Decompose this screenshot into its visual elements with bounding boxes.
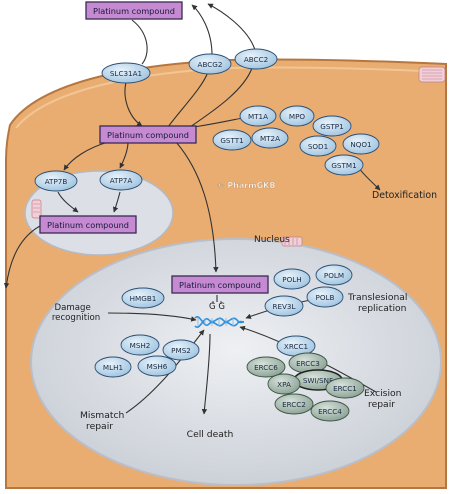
- svg-text:ABCG2: ABCG2: [198, 60, 223, 69]
- cell-organelle-icon: [418, 66, 446, 83]
- svg-text:MSH6: MSH6: [147, 362, 168, 371]
- ercc6-protein: ERCC6: [246, 356, 286, 378]
- abcc2-transporter: ABCC2: [234, 48, 278, 70]
- svg-text:POLB: POLB: [316, 293, 335, 302]
- atp7b-transporter: ATP7B: [34, 170, 78, 192]
- svg-text:ERCC4: ERCC4: [318, 407, 342, 416]
- svg-text:ERCC1: ERCC1: [333, 384, 357, 393]
- svg-text:MLH1: MLH1: [103, 363, 123, 372]
- gstt1-protein: GSTT1: [212, 129, 252, 151]
- nucleus-label: Nucleus: [254, 235, 290, 245]
- vesicle-compound-label: Platinum compound: [47, 220, 129, 230]
- detoxification-label: Detoxification: [372, 190, 437, 201]
- polb-protein: POLB: [306, 286, 344, 308]
- svg-text:MPO: MPO: [289, 112, 306, 121]
- svg-text:XRCC1: XRCC1: [284, 342, 308, 351]
- ercc2-protein: ERCC2: [274, 393, 314, 415]
- msh2-protein: MSH2: [120, 334, 160, 356]
- svg-text:MT1A: MT1A: [248, 112, 268, 121]
- polm-protein: POLM: [315, 264, 353, 286]
- svg-text:PMS2: PMS2: [171, 346, 191, 355]
- cell-death-label: Cell death: [187, 429, 234, 440]
- gstp1-protein: GSTP1: [312, 115, 352, 137]
- rev3l-protein: REV3L: [264, 295, 304, 317]
- mlh1-protein: MLH1: [94, 356, 132, 378]
- svg-text:XPA: XPA: [277, 380, 291, 389]
- ercc1-protein: ERCC1: [325, 377, 365, 399]
- hmgb1-protein: HMGB1: [121, 287, 165, 309]
- nucleus-compound-box: Platinum compound: [171, 275, 269, 294]
- xpa-protein: XPA: [267, 373, 301, 395]
- mt2a-protein: MT2A: [251, 127, 289, 149]
- detox-cluster: MT1A MPO GSTT1 MT2A GSTP1 SOD1 NQO1 GST: [212, 105, 380, 176]
- gstm1-protein: GSTM1: [324, 154, 364, 176]
- outside-compound-box: Platinum compound: [85, 1, 183, 20]
- outside-compound-label: Platinum compound: [93, 6, 175, 16]
- mpo-protein: MPO: [279, 105, 315, 127]
- ercc3-protein: ERCC3: [288, 352, 328, 374]
- svg-text:MT2A: MT2A: [260, 134, 280, 143]
- abcg2-transporter: ABCG2: [188, 53, 232, 75]
- msh6-protein: MSH6: [137, 355, 177, 377]
- polh-protein: POLH: [273, 268, 311, 290]
- vesicle-compound-box: Platinum compound: [39, 215, 137, 234]
- nucleus-compound-label: Platinum compound: [179, 280, 261, 290]
- svg-text:POLM: POLM: [324, 271, 344, 280]
- damage-recognition-label: Damage recognition: [52, 303, 100, 323]
- ercc4-protein: ERCC4: [310, 400, 350, 422]
- pms2-protein: PMS2: [162, 339, 200, 361]
- svg-text:ATP7A: ATP7A: [110, 176, 133, 185]
- vesicle: [24, 170, 174, 256]
- sod1-protein: SOD1: [299, 135, 337, 157]
- svg-text:SWI/SNF: SWI/SNF: [303, 376, 333, 385]
- svg-text:ATP7B: ATP7B: [45, 177, 68, 186]
- svg-text:REV3L: REV3L: [272, 302, 295, 311]
- svg-text:HMGB1: HMGB1: [130, 294, 157, 303]
- svg-text:POLH: POLH: [282, 275, 301, 284]
- svg-text:NQO1: NQO1: [350, 140, 371, 149]
- svg-text:GSTM1: GSTM1: [331, 161, 356, 170]
- mt1a-protein: MT1A: [239, 105, 277, 127]
- nuclear-pore-icon: [281, 236, 303, 247]
- translesional-replication-label: Translesional replication: [347, 292, 410, 314]
- adduct-label: G G: [209, 302, 225, 312]
- svg-text:SOD1: SOD1: [308, 142, 328, 151]
- cytoplasm-compound-box: Platinum compound: [99, 125, 197, 144]
- svg-text:ABCC2: ABCC2: [244, 55, 268, 64]
- mismatch-repair-label: Mismatch repair: [80, 410, 127, 432]
- svg-text:ERCC2: ERCC2: [282, 400, 306, 409]
- atp7a-transporter: ATP7A: [99, 169, 143, 191]
- excision-repair-label: Excision repair: [364, 388, 404, 410]
- nqo1-protein: NQO1: [342, 133, 380, 155]
- vesicle-pore-icon: [31, 199, 42, 219]
- svg-text:MSH2: MSH2: [130, 341, 151, 350]
- watermark: © PharmGKB: [217, 181, 276, 190]
- dna-helix-icon: [194, 315, 245, 329]
- cytoplasm-compound-label: Platinum compound: [107, 130, 189, 140]
- svg-text:GSTP1: GSTP1: [320, 122, 343, 131]
- svg-text:ERCC3: ERCC3: [296, 359, 320, 368]
- svg-text:ERCC6: ERCC6: [254, 363, 278, 372]
- slc31a1-transporter: SLC31A1: [101, 62, 151, 84]
- svg-text:SLC31A1: SLC31A1: [110, 69, 142, 78]
- svg-text:GSTT1: GSTT1: [220, 136, 243, 145]
